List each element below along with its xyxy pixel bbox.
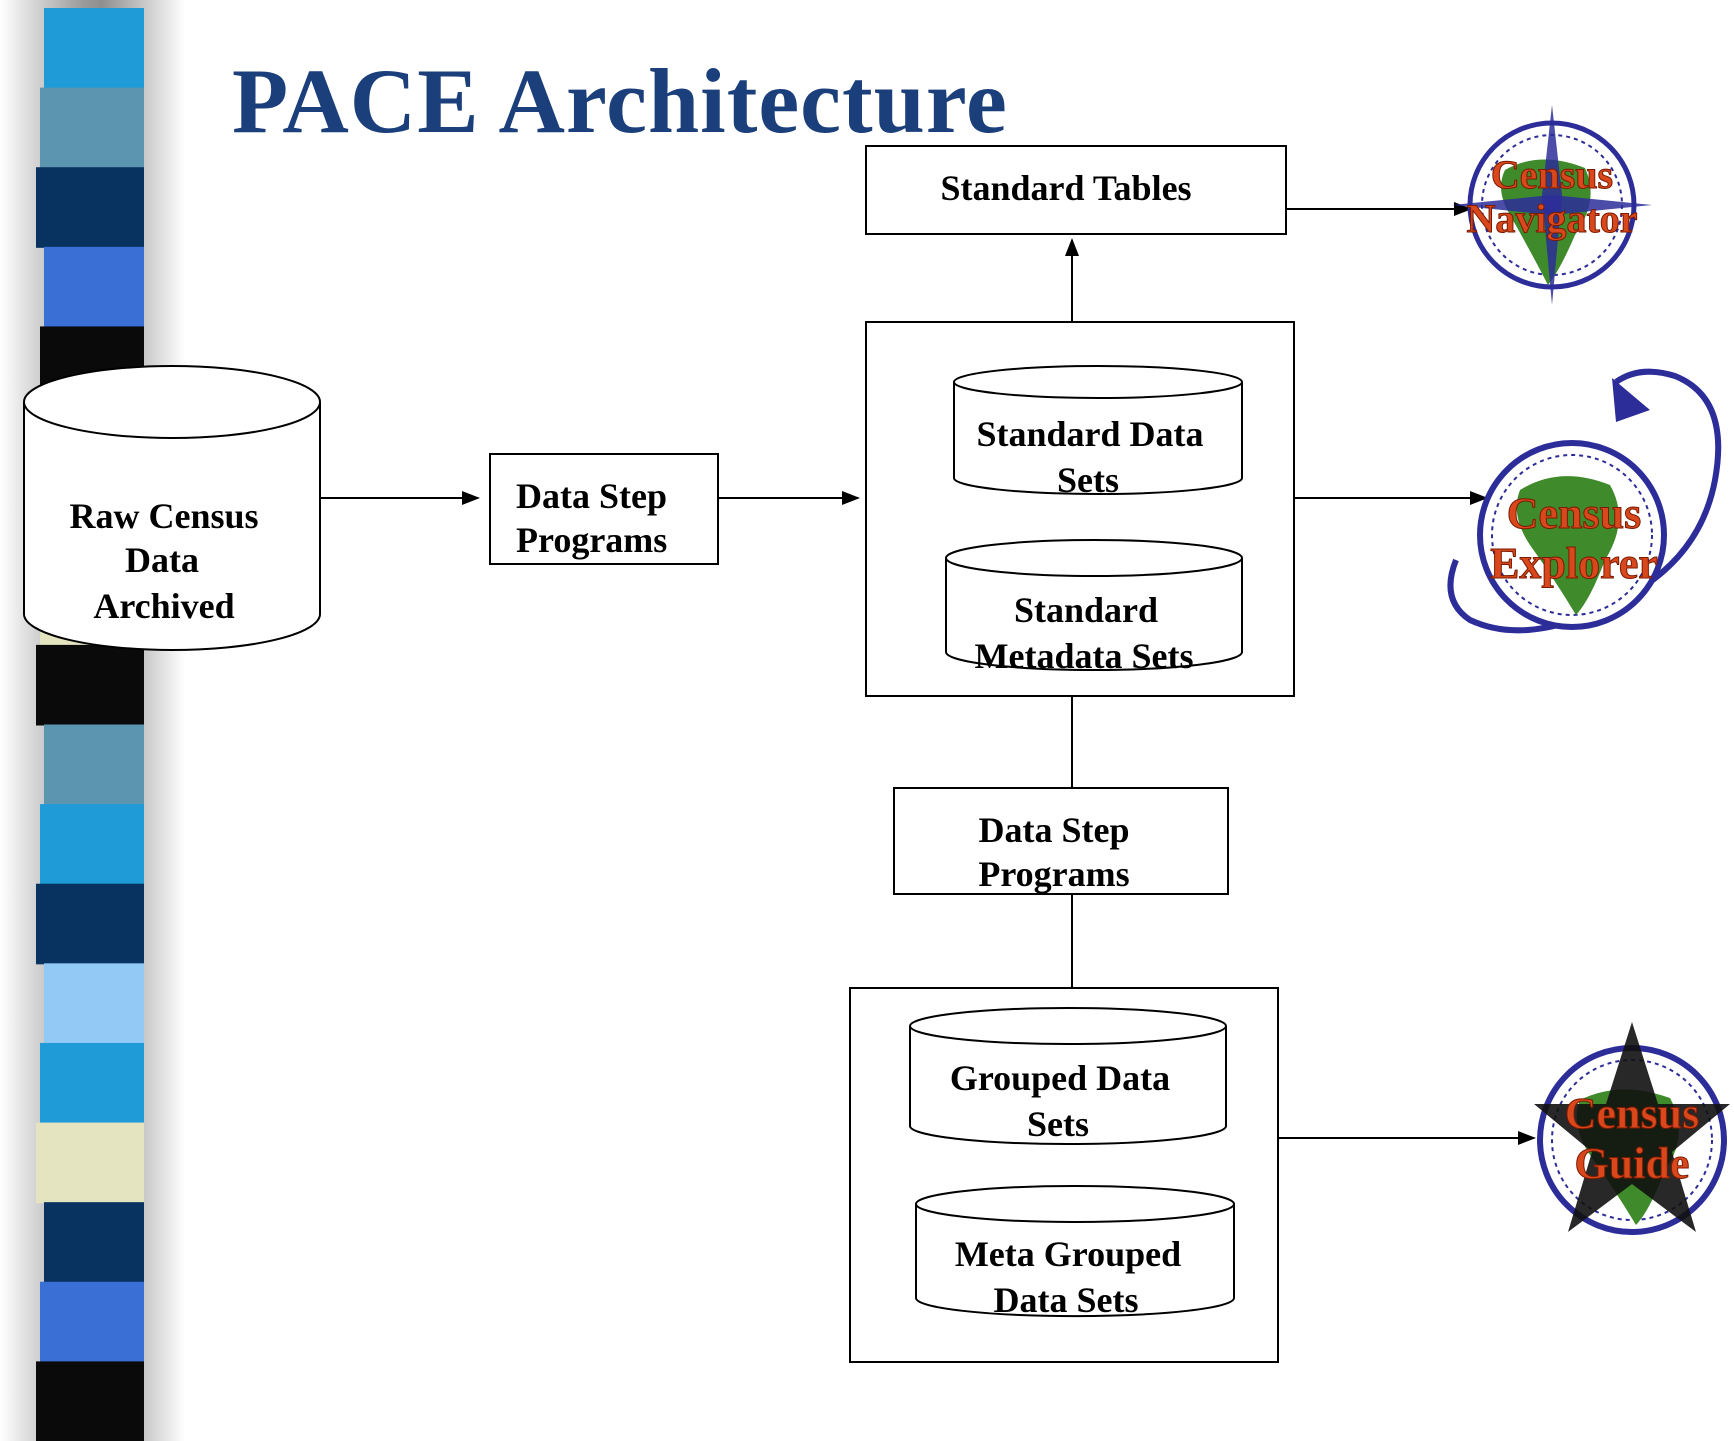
meta-grouped-data-sets-cylinder: Meta Grouped Data Sets xyxy=(915,1185,1235,1320)
guide-logo-text-1: Census xyxy=(1565,1089,1700,1138)
decor-stripe xyxy=(36,644,144,726)
grouped-sets-container: Grouped Data Sets Meta Grouped Data Sets xyxy=(849,987,1279,1363)
decor-stripe xyxy=(40,804,144,885)
decor-stripe xyxy=(44,1202,144,1283)
grouped-data-sets-label-1: Grouped Data xyxy=(950,1058,1170,1098)
raw-census-label-1: Raw Census xyxy=(69,496,258,536)
decor-stripe xyxy=(44,724,144,806)
grouped-data-sets-cylinder: Grouped Data Sets xyxy=(909,1007,1227,1145)
standard-metadata-sets-label-1: Standard xyxy=(1014,590,1158,630)
datastep1-label-2: Programs xyxy=(516,520,667,560)
census-explorer-logo: Census Explorer xyxy=(1447,368,1722,634)
decor-stripe xyxy=(44,963,144,1044)
standard-data-sets-label-2: Sets xyxy=(1057,460,1119,500)
standard-data-sets-cylinder: Standard Data Sets xyxy=(953,365,1243,500)
explorer-logo-text-1: Census xyxy=(1507,489,1642,538)
datastep1-label-1: Data Step xyxy=(516,476,667,516)
decor-stripe xyxy=(36,1122,144,1204)
navigator-logo-text-1: Census xyxy=(1491,152,1613,197)
decor-stripe xyxy=(40,1042,144,1124)
datastep2-label-1: Data Step xyxy=(979,810,1130,850)
raw-census-label-2: Data xyxy=(125,540,199,580)
decor-stripe xyxy=(36,167,144,248)
decor-stripe xyxy=(44,246,144,328)
grouped-data-sets-label-2: Sets xyxy=(1027,1104,1089,1144)
page-title: PACE Architecture xyxy=(232,50,1008,152)
decor-stripe xyxy=(44,8,144,89)
standard-metadata-sets-label-2: Metadata Sets xyxy=(975,636,1194,676)
meta-grouped-label-2: Data Sets xyxy=(994,1280,1139,1320)
decor-stripe xyxy=(40,1281,144,1363)
standard-sets-container: Standard Data Sets Standard Metadata Set… xyxy=(865,321,1295,697)
decor-stripe xyxy=(40,87,144,169)
explorer-logo-text-2: Explorer xyxy=(1490,539,1658,588)
standard-metadata-sets-cylinder: Standard Metadata Sets xyxy=(945,539,1243,676)
meta-grouped-label-1: Meta Grouped xyxy=(955,1234,1181,1274)
decor-stripe xyxy=(36,883,144,965)
guide-logo-text-2: Guide xyxy=(1575,1139,1690,1188)
standard-tables-box: Standard Tables xyxy=(865,145,1287,235)
raw-census-label-3: Archived xyxy=(93,586,234,626)
census-navigator-logo: Census Navigator xyxy=(1452,105,1652,305)
standard-data-sets-label-1: Standard Data xyxy=(976,414,1203,454)
datastep2-label-2: Programs xyxy=(978,854,1129,894)
decor-stripe xyxy=(36,1361,144,1441)
navigator-logo-text-2: Navigator xyxy=(1466,196,1637,241)
census-guide-logo: Census Guide xyxy=(1534,1022,1730,1235)
data-step-programs-box-2: Data Step Programs xyxy=(893,787,1229,895)
standard-tables-label: Standard Tables xyxy=(940,168,1191,208)
raw-census-data-cylinder: Raw Census Data Archived xyxy=(23,365,321,651)
data-step-programs-box-1: Data Step Programs xyxy=(489,453,719,565)
